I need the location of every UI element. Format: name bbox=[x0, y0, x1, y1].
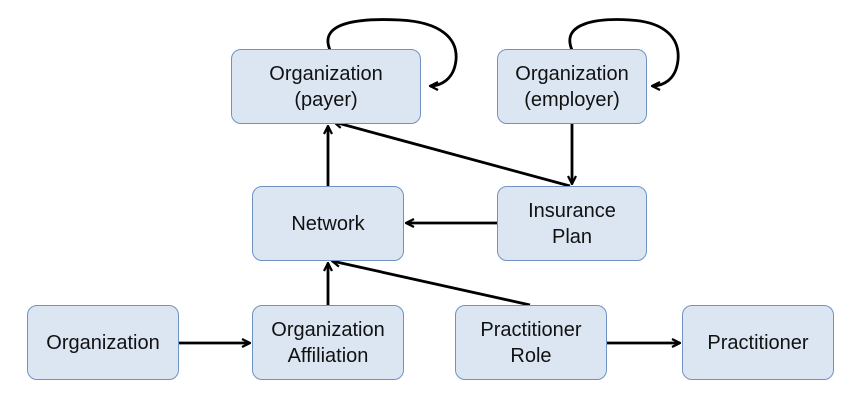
node-label: Organization (payer) bbox=[269, 62, 383, 111]
node-network: Network bbox=[252, 186, 404, 261]
node-insurance-plan: Insurance Plan bbox=[497, 186, 647, 261]
node-organization-payer: Organization (payer) bbox=[231, 49, 421, 124]
node-label: Organization Affiliation bbox=[271, 318, 385, 367]
node-practitioner-role: Practitioner Role bbox=[455, 305, 607, 380]
node-practitioner: Practitioner bbox=[682, 305, 834, 380]
edge-practitioner-role-to-network bbox=[332, 261, 531, 307]
node-label: Insurance Plan bbox=[528, 199, 616, 248]
node-organization-affiliation: Organization Affiliation bbox=[252, 305, 404, 380]
node-label: Practitioner Role bbox=[480, 318, 582, 367]
node-organization: Organization bbox=[27, 305, 179, 380]
node-label: Network bbox=[291, 212, 365, 235]
node-label: Organization bbox=[46, 331, 160, 354]
edge-insurance-plan-to-payer bbox=[334, 122, 571, 188]
node-label: Practitioner bbox=[707, 331, 809, 354]
node-organization-employer: Organization (employer) bbox=[497, 49, 647, 124]
node-label: Organization (employer) bbox=[515, 62, 629, 111]
